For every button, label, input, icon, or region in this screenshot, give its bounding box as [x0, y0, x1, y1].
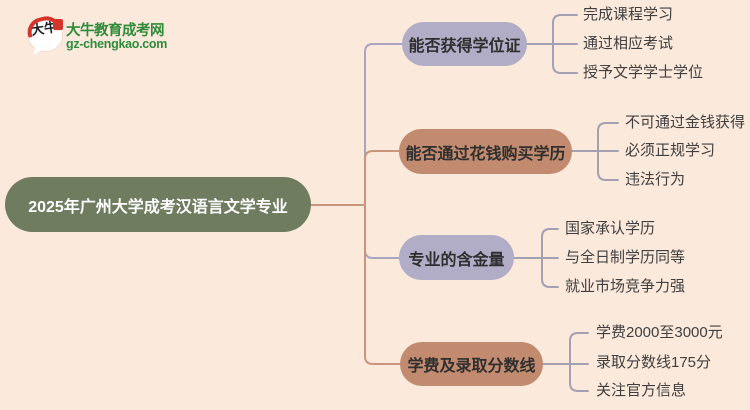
leaf-item: 通过相应考试: [583, 35, 674, 52]
branch4-bracket: [542, 332, 589, 392]
branch3-bracket: [513, 228, 559, 288]
logo-red-seal-icon: [53, 19, 63, 30]
leaf-item: 关注官方信息: [596, 382, 687, 399]
leaf-item: 录取分数线175分: [596, 354, 712, 371]
leaf-item: 不可通过金钱获得: [625, 114, 746, 131]
leaf-item: 必须正规学习: [625, 142, 716, 159]
logo-bubble-tail: [33, 48, 42, 57]
leaf-item: 国家承认学历: [565, 220, 656, 237]
branch3-connector: [364, 204, 400, 259]
branch4-connector: [364, 204, 401, 365]
leaf-item: 违法行为: [625, 171, 686, 188]
leaf-item: 与全日制学历同等: [565, 249, 686, 266]
leaf-item: 学费2000至3000元: [596, 324, 723, 341]
site-logo: 大牛 大牛教育成考网 gz-chengkao.com: [24, 13, 178, 60]
branch1-bracket: [526, 14, 578, 74]
branch1-connector: [364, 43, 403, 206]
logo-title: 大牛教育成考网: [66, 23, 165, 39]
leaf-item: 完成课程学习: [583, 6, 674, 23]
logo-url: gz-chengkao.com: [66, 37, 168, 51]
branch2-bracket: [571, 122, 619, 181]
logo-speech-bubble-icon: 大牛: [24, 13, 63, 51]
leaf-item: 授予文学学士学位: [583, 64, 704, 81]
branch-node-tuition-scores: 学费及录取分数线: [400, 342, 543, 386]
branch-node-gold-content: 专业的含金量: [399, 235, 514, 280]
leaf-item: 就业市场竞争力强: [565, 278, 686, 295]
branch-node-degree-certificate: 能否获得学位证: [402, 22, 527, 66]
branch2-connector: [364, 150, 400, 206]
branch-node-buy-diploma: 能否通过花钱购买学历: [399, 129, 572, 174]
root-node: 2025年广州大学成考汉语言文学专业: [5, 177, 311, 232]
